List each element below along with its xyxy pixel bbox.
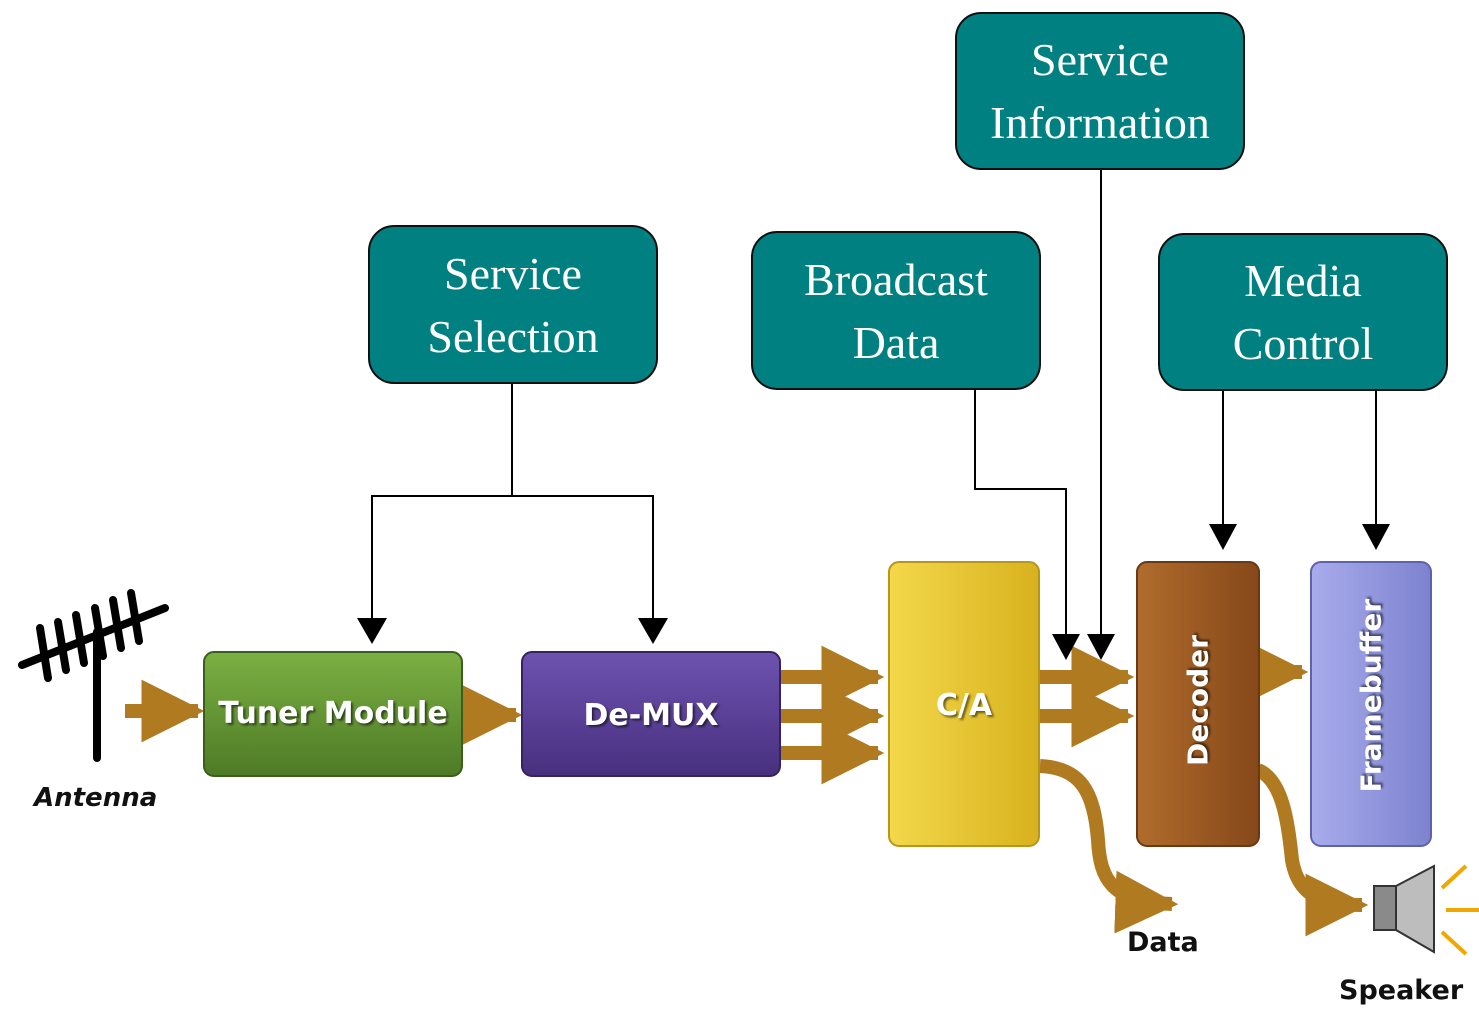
service-selection-line2: Selection [427, 310, 599, 362]
data-caption: Data [1127, 927, 1199, 958]
antenna-icon [18, 589, 169, 762]
decoder-label: Decoder [1181, 635, 1215, 766]
speaker-icon [1373, 864, 1479, 956]
tuner-module-block [203, 651, 463, 777]
demux-block [521, 651, 781, 777]
signal-flow-arrows [125, 640, 1369, 937]
broadcast-data-line2: Data [852, 316, 940, 368]
service-information-callout: Service Information [955, 12, 1245, 170]
speaker-caption: Speaker [1339, 975, 1464, 1006]
broadcast-data-line1: Broadcast [804, 253, 988, 305]
media-control-line2: Control [1232, 318, 1374, 369]
connector-arrowheads [357, 524, 1390, 660]
flow-ca-to-data [1039, 759, 1179, 934]
antenna-caption: Antenna [34, 783, 158, 813]
demux-label: De-MUX [583, 698, 719, 733]
service-selection-connector [371, 384, 513, 620]
service-selection-line1: Service [444, 247, 582, 299]
service-information-line2: Information [990, 97, 1210, 148]
tuner-module-label: Tuner Module [218, 696, 448, 731]
media-control-callout: Media Control [1158, 233, 1448, 391]
ca-label: C/A [935, 688, 993, 723]
broadcast-data-callout: Broadcast Data [751, 231, 1041, 390]
framebuffer-block [1310, 561, 1432, 847]
service-information-line1: Service [1031, 34, 1169, 85]
decoder-block [1136, 561, 1260, 847]
broadcast-data-connector [974, 390, 1067, 636]
media-control-line1: Media [1244, 255, 1362, 306]
control-connectors [371, 170, 1377, 636]
framebuffer-label: Framebuffer [1354, 598, 1388, 793]
ca-block [888, 561, 1040, 847]
service-selection-callout: Service Selection [368, 225, 658, 384]
flow-decoder-to-speaker [1254, 763, 1369, 937]
